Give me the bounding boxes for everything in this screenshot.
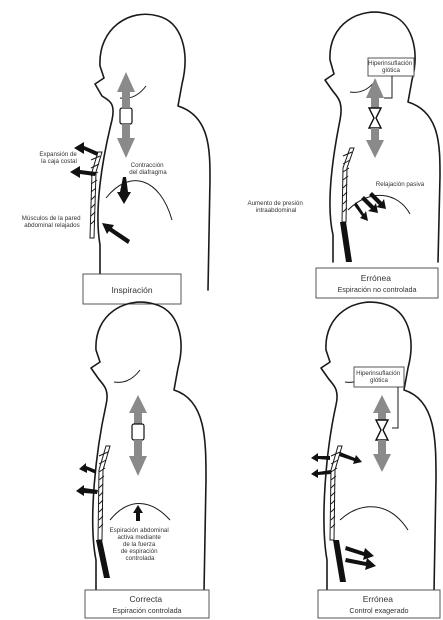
abdominal-arrow	[102, 223, 130, 244]
hourglass	[376, 420, 388, 440]
up-arrow	[373, 395, 391, 420]
callout-line	[392, 387, 398, 428]
rib-arrow-1	[79, 463, 96, 474]
label-relax: Relajación pasiva	[376, 181, 425, 188]
label-pressure: Aumento de presión intraabdominal	[247, 200, 304, 214]
panel-correcta: Espiración abdominal activa mediante de …	[76, 302, 209, 618]
label-ascent: Espiración abdominal activa mediante de …	[110, 527, 171, 562]
callout-line	[384, 76, 392, 98]
rib-arrow-1	[339, 452, 362, 464]
abdominal-bar	[333, 540, 346, 582]
larynx-tube	[132, 424, 144, 440]
diaphragm-curve	[106, 181, 172, 220]
hourglass	[369, 108, 381, 128]
ribcage	[90, 152, 102, 238]
push-arrow-2	[345, 558, 376, 570]
push-arrow-3	[354, 202, 368, 221]
abdominal-bar	[96, 540, 110, 578]
upper-arrow	[117, 72, 135, 108]
ribcage	[98, 446, 110, 540]
down-arrow	[366, 128, 384, 158]
body-outline	[95, 14, 210, 290]
panel-inspiracion: Expansión de la caja costal Contracción …	[22, 14, 210, 304]
jaw-line	[114, 370, 140, 382]
label-diaphragm: Contracción del diafragma	[129, 162, 167, 176]
up-arrow	[366, 78, 384, 108]
up-arrow	[129, 395, 147, 425]
ribcage	[342, 148, 354, 222]
lower-arrow	[117, 124, 135, 158]
caption-text: Inspiración	[111, 285, 152, 295]
rib-arrow-3	[311, 469, 331, 478]
push-arrow-1	[345, 546, 374, 560]
down-arrow	[373, 440, 391, 472]
abdominal-bar	[340, 222, 352, 262]
ribcage	[330, 446, 342, 540]
label-rib-expansion: Expansión de la caja costal	[39, 151, 78, 165]
diaphragm-up-arrow	[133, 505, 143, 521]
label-abdominal: Músculos de la pared abdominal relajados	[22, 215, 83, 229]
panel-erronea-control-exagerado: Hiperinsuflación glótica Errónea Control…	[311, 302, 440, 618]
diaphragm-curve	[340, 507, 408, 530]
panel-erronea-no-controlada: Hiperinsuflación glótica Relajación pasi…	[247, 12, 440, 298]
down-arrow	[129, 440, 147, 476]
larynx-tube	[120, 108, 132, 124]
